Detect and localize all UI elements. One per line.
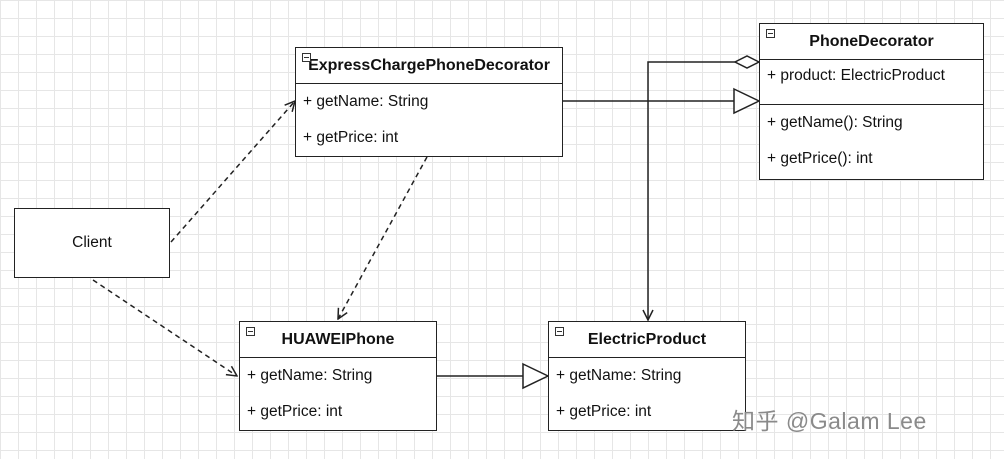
attribute-item: + product: ElectricProduct [767, 67, 945, 84]
method-item: + getName: String [556, 367, 682, 384]
dependency-express-to-huawei [338, 156, 428, 319]
class-name: ExpressChargePhoneDecorator [308, 56, 550, 74]
aggregation-decorator-to-product-line [648, 61, 735, 320]
collapse-icon[interactable] [246, 327, 255, 336]
class-huawei-phone[interactable]: HUAWEIPhone + getName: String + getPrice… [239, 321, 437, 431]
dependency-client-to-express [170, 101, 295, 243]
methods-section: + getName: String + getPrice: int [549, 358, 745, 430]
method-item: + getPrice: int [247, 403, 343, 420]
attributes-section: + product: ElectricProduct [760, 60, 983, 105]
method-item: + getPrice(): int [767, 150, 873, 167]
class-electric-product[interactable]: ElectricProduct + getName: String + getP… [548, 321, 746, 431]
generalization-huawei-arrowhead [522, 362, 550, 390]
methods-section: + getName(): String + getPrice(): int [760, 105, 983, 177]
client-label: Client [72, 234, 112, 251]
class-express-charge-phone-decorator[interactable]: ExpressChargePhoneDecorator + getName: S… [295, 47, 563, 157]
aggregation-diamond [733, 55, 761, 69]
class-header: ElectricProduct [549, 322, 745, 358]
method-item: + getName: String [247, 367, 373, 384]
class-header: HUAWEIPhone [240, 322, 436, 358]
dependency-client-to-huawei [92, 279, 237, 376]
watermark: 知乎 @Galam Lee [732, 408, 927, 434]
class-header: ExpressChargePhoneDecorator [296, 48, 562, 84]
collapse-icon[interactable] [555, 327, 564, 336]
generalization-express-arrowhead [733, 87, 761, 115]
method-item: + getPrice: int [556, 403, 652, 420]
class-phone-decorator[interactable]: PhoneDecorator + product: ElectricProduc… [759, 23, 984, 180]
method-item: + getPrice: int [303, 129, 399, 146]
methods-section: + getName: String + getPrice: int [240, 358, 436, 430]
client-box[interactable]: Client [14, 208, 170, 278]
class-name: ElectricProduct [587, 330, 707, 348]
class-header: PhoneDecorator [760, 24, 983, 60]
methods-section: + getName: String + getPrice: int [296, 84, 562, 156]
class-name: HUAWEIPhone [281, 330, 395, 348]
class-name: PhoneDecorator [809, 32, 934, 50]
collapse-icon[interactable] [766, 29, 775, 38]
collapse-icon[interactable] [302, 53, 311, 62]
method-item: + getName: String [303, 93, 429, 110]
method-item: + getName(): String [767, 114, 903, 131]
